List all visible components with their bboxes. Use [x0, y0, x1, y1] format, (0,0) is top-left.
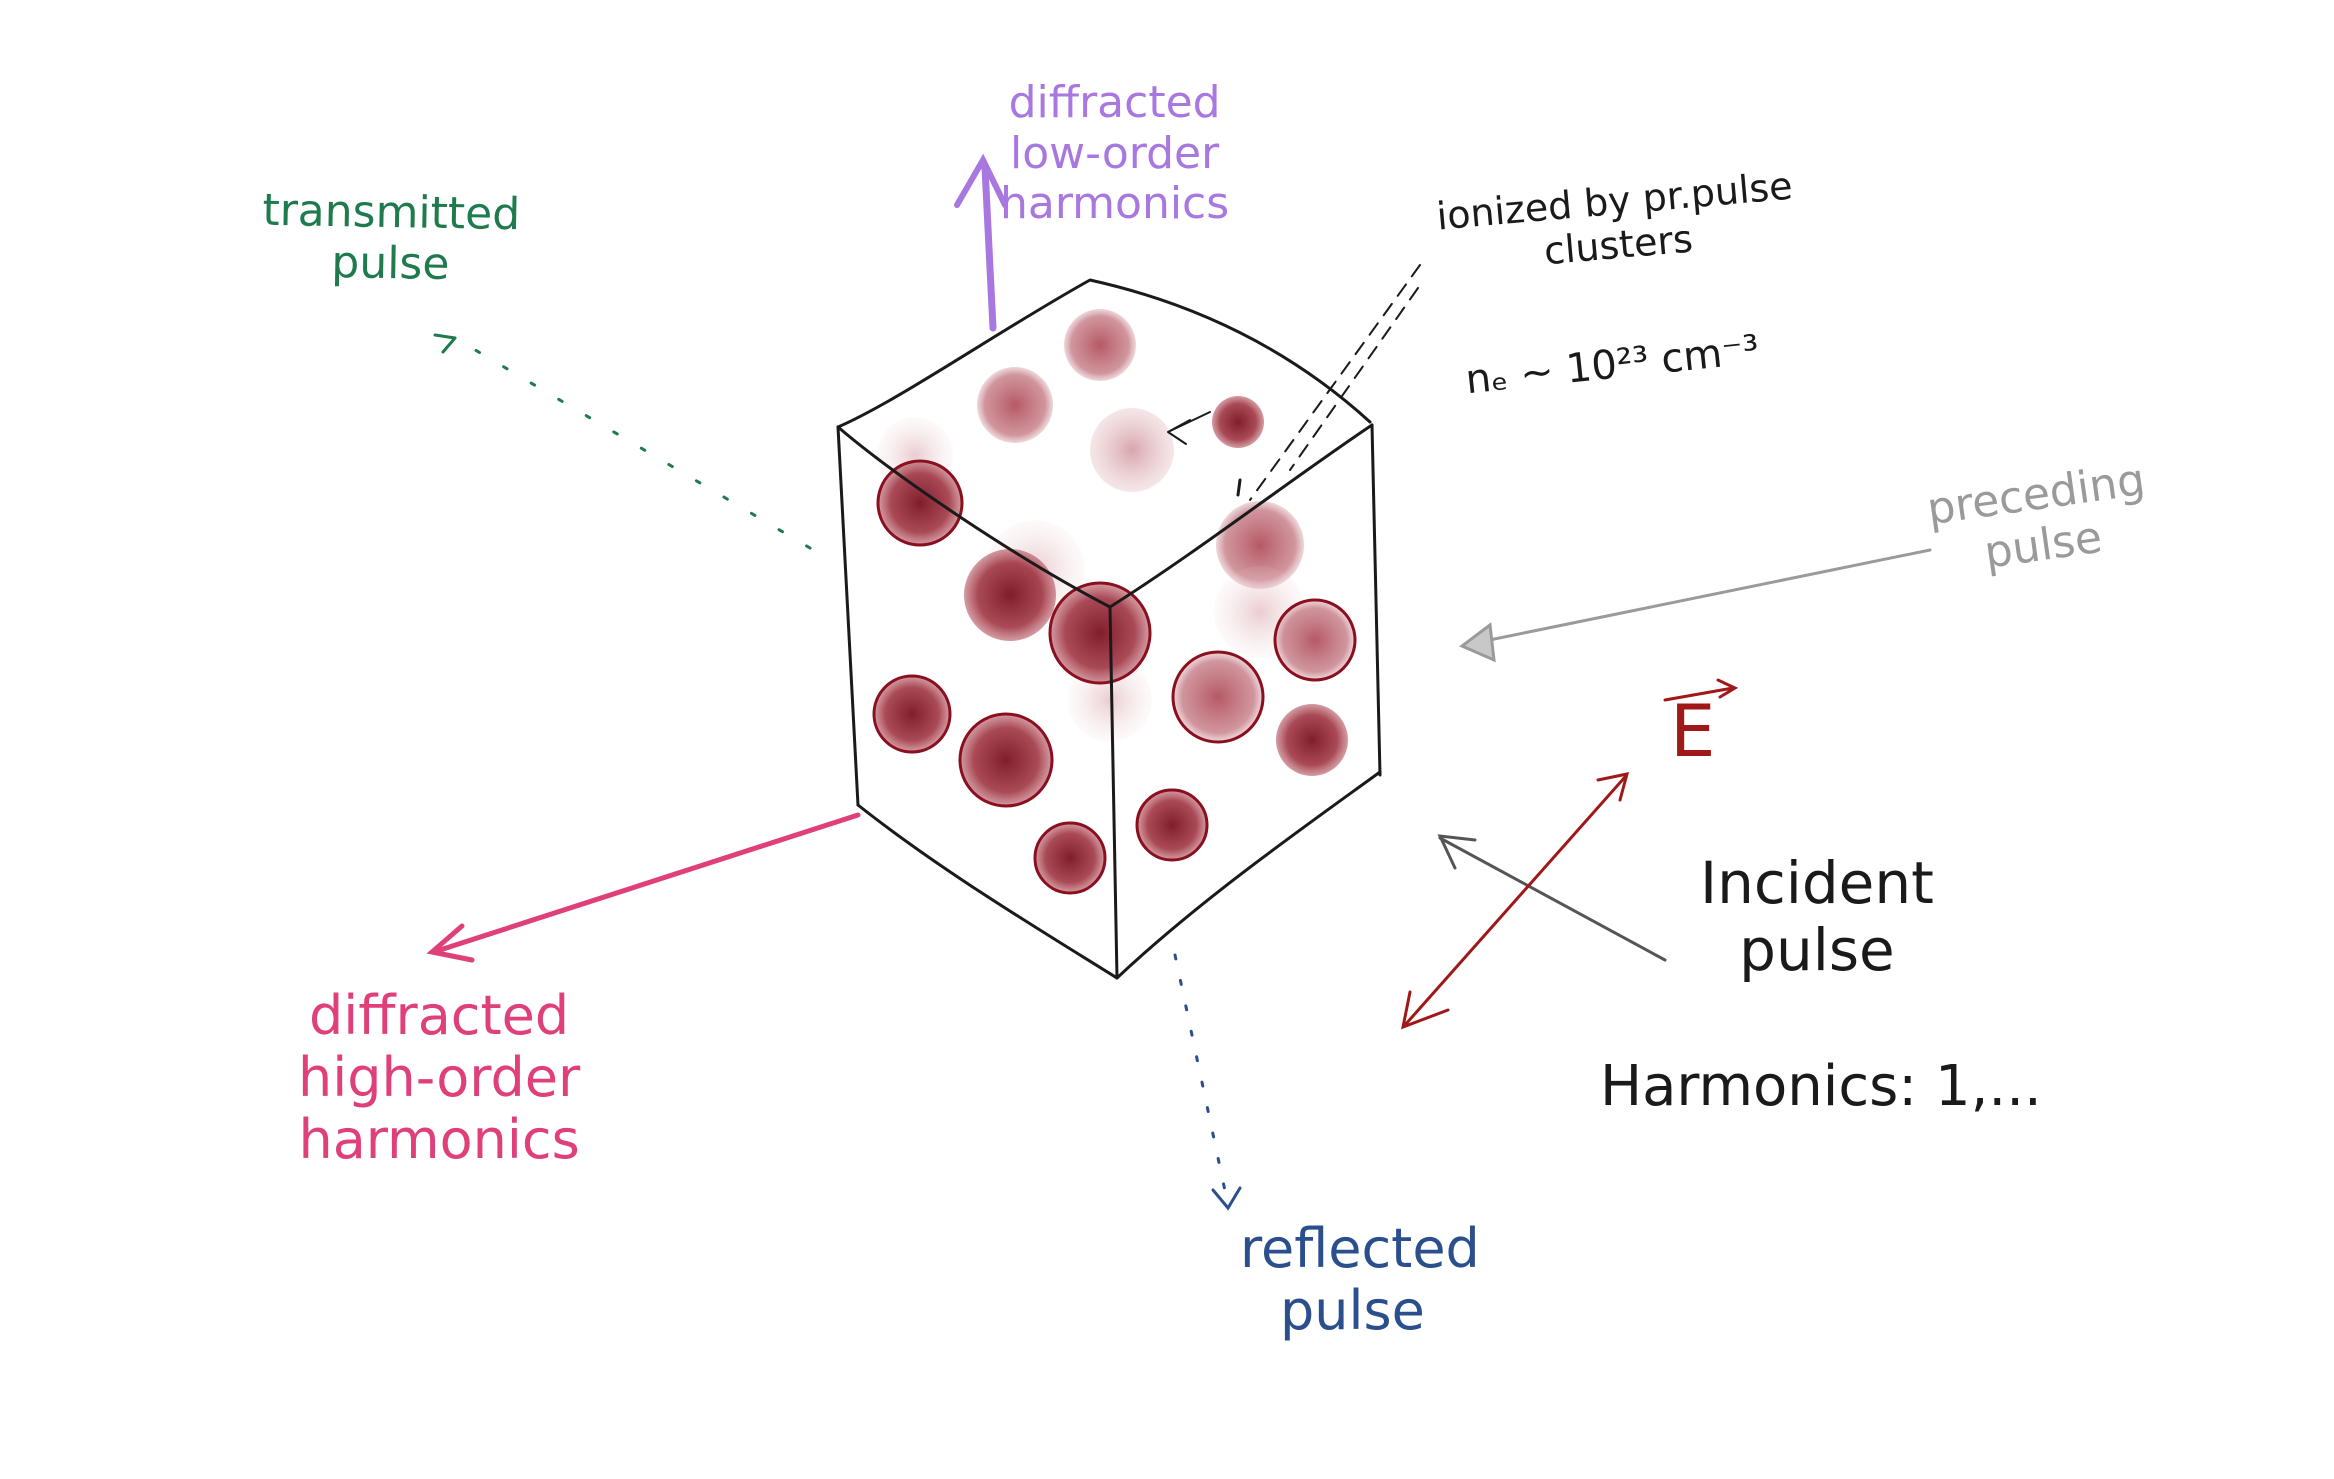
- incident-label-line2: pulse: [1739, 915, 1895, 984]
- cluster: [1171, 650, 1265, 744]
- incident-label-line1: Incident: [1700, 849, 1934, 917]
- cluster: [872, 674, 952, 754]
- diffracted-high-label: diffracted high-order harmonics: [298, 984, 581, 1172]
- transmitted-label: transmitted pulse: [261, 184, 521, 292]
- cluster: [1216, 501, 1304, 589]
- reflected-label: reflected pulse: [1240, 1217, 1480, 1343]
- diffracted-high-label-line3: harmonics: [298, 1108, 580, 1172]
- diffracted-low-label-line2: low-order: [1010, 127, 1220, 179]
- preceding-arrow: [1459, 548, 1932, 663]
- cluster: [1212, 396, 1264, 448]
- field-label: E: [1670, 689, 1716, 773]
- diffracted-low-arrow: [954, 153, 1008, 332]
- cluster: [876, 459, 964, 547]
- reflected-label-line1: reflected: [1240, 1217, 1480, 1280]
- transmitted-label-line1: transmitted: [262, 184, 521, 241]
- cube-outline: [836, 278, 1382, 980]
- reflected-label-line2: pulse: [1280, 1279, 1425, 1343]
- cluster: [1090, 408, 1174, 492]
- cluster: [1276, 704, 1348, 776]
- cluster: [1273, 598, 1357, 682]
- diffracted-high-arrow: [426, 812, 861, 963]
- diffracted-high-label-line1: diffracted: [309, 984, 570, 1047]
- reflected-arrow: [1173, 953, 1242, 1211]
- cluster: [1048, 581, 1152, 685]
- diffracted-low-label-line3: harmonics: [1000, 178, 1230, 230]
- incident-arrow: [1437, 834, 1667, 962]
- diffracted-low-label: diffracted low-order harmonics: [1000, 77, 1230, 230]
- field-arrow: [1400, 678, 1739, 1030]
- transmitted-arrow: [433, 333, 812, 550]
- cluster: [977, 367, 1053, 443]
- cluster: [964, 549, 1056, 641]
- diffracted-high-label-line2: high-order: [298, 1046, 581, 1110]
- incident-label: Incident pulse: [1700, 850, 1934, 983]
- cluster: [1064, 309, 1136, 381]
- harmonics-label: Harmonics: 1,...: [1600, 1054, 2042, 1119]
- transmitted-label-line2: pulse: [330, 236, 450, 290]
- cluster: [958, 712, 1054, 808]
- ionized-pointers: [1167, 264, 1421, 501]
- diffracted-low-label-line1: diffracted: [1008, 77, 1221, 128]
- cluster: [1135, 788, 1209, 862]
- cluster: [1033, 821, 1107, 895]
